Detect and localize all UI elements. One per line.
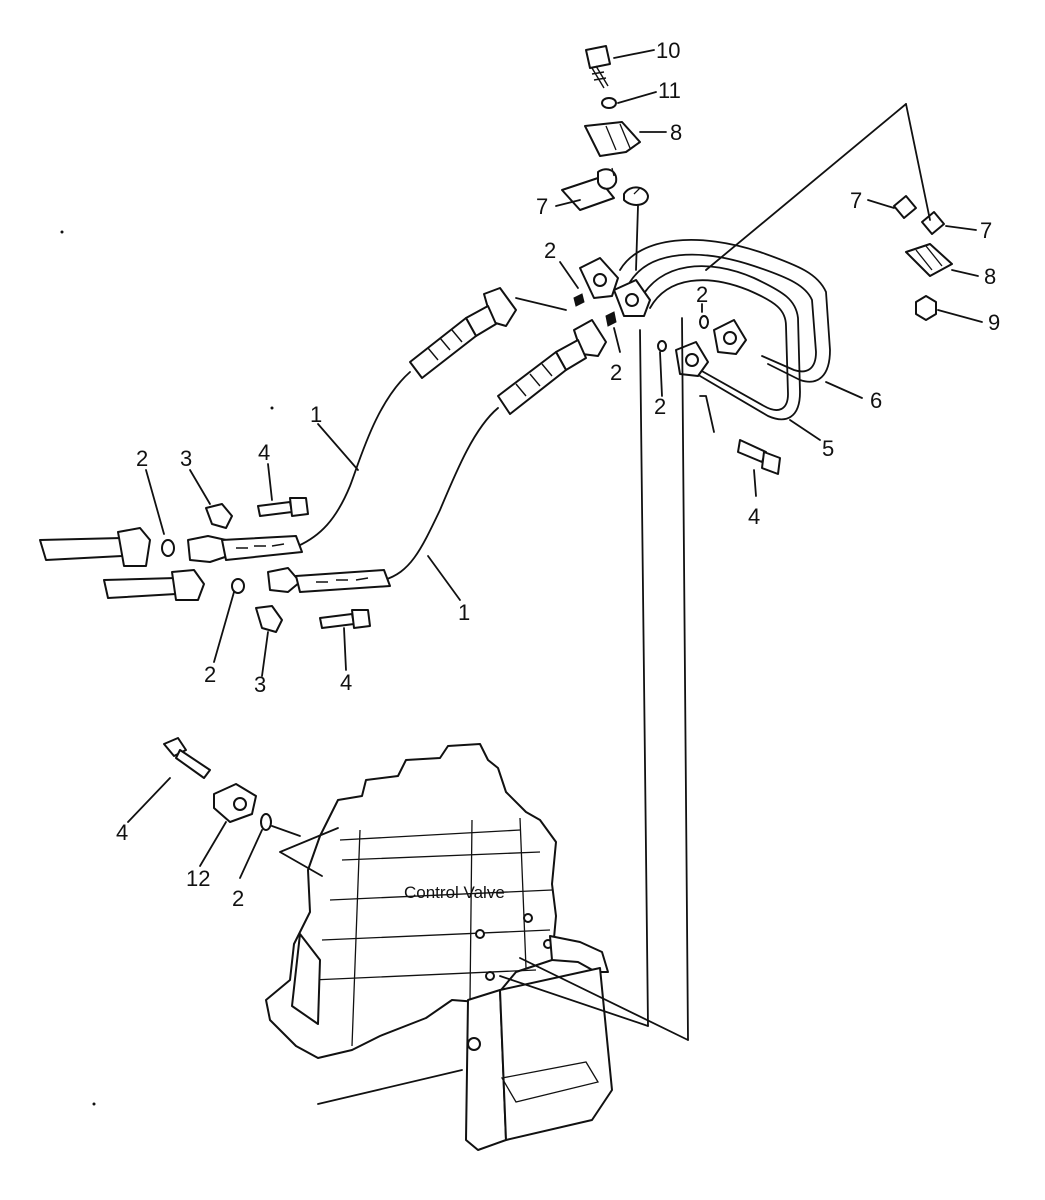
bolt-4-c [737,439,781,475]
clamp-7-right-a [893,195,917,219]
leader-line [681,317,689,1041]
bolt-4-b [319,609,371,629]
o-ring [260,813,272,831]
callout-4: 4 [340,670,352,695]
control-valve [265,743,609,1059]
nut-9 [915,295,937,321]
leader-line [271,825,301,837]
control-valve-label: Control Valve [404,883,505,902]
speck [92,1102,96,1106]
bolt-4-a [257,497,309,517]
flange-right-a [713,319,747,355]
block-12 [213,783,257,823]
callout-7: 7 [980,218,992,243]
callout-2: 2 [204,662,216,687]
o-ring [161,539,175,557]
callout-2: 2 [696,282,708,307]
leader-lines [127,49,983,879]
callout-7: 7 [850,188,862,213]
o-ring [231,578,245,594]
o-ring [699,315,709,329]
leader-line [317,1069,463,1105]
leader-line [639,329,649,1027]
callout-11: 11 [658,78,681,103]
callout-1: 1 [458,600,470,625]
bolt-4-d [163,737,211,779]
callout-labels: 10 11 8 7 7 7 8 9 2 2 2 2 6 5 4 1 1 2 3 … [116,38,1000,911]
callout-1: 1 [310,402,322,427]
callout-2: 2 [232,886,244,911]
clamp-7-top [561,168,649,211]
pipe-left-lower [103,569,205,601]
speck [60,230,64,234]
callout-3: 3 [254,672,266,697]
callout-7: 7 [536,194,548,219]
split-flange-3-upper [205,503,233,529]
hose-1-lower [383,319,607,581]
callout-4: 4 [258,440,270,465]
hose-1-upper [297,287,567,547]
fitting-left-lower [267,567,391,593]
callout-2: 2 [544,238,556,263]
callout-10: 10 [656,38,680,63]
flange-top-mid [613,279,651,317]
split-flange-3-lower [255,605,283,633]
fitting-left-upper [187,535,303,563]
callout-8: 8 [984,264,996,289]
tube-6 [619,239,831,383]
leader-line [905,103,931,221]
clamp-8-right [905,243,953,277]
leader-line [635,205,639,271]
callout-2: 2 [136,446,148,471]
callout-12: 12 [186,866,210,891]
callout-5: 5 [822,436,834,461]
speck [270,406,274,410]
callout-2: 2 [610,360,622,385]
washer-11 [601,97,617,109]
pipe-left-upper [39,527,151,567]
flange-top-left [579,257,619,299]
flange-right-b [675,341,709,377]
clamp-7-right-b [921,211,945,235]
leader-line [499,975,649,1027]
o-ring [573,293,585,307]
callout-4: 4 [748,504,760,529]
mounting-bracket [465,967,613,1151]
callout-6: 6 [870,388,882,413]
tube-5 [639,265,801,421]
clamp-8-top [584,121,641,157]
leader-line [519,957,689,1041]
leader-line [279,827,339,877]
callout-2: 2 [654,394,666,419]
o-ring [605,311,617,327]
callout-9: 9 [988,310,1000,335]
leader-line [705,103,907,271]
callout-8: 8 [670,120,682,145]
leader-line [699,395,715,433]
callout-3: 3 [180,446,192,471]
callout-4: 4 [116,820,128,845]
o-ring [657,340,667,352]
bolt-10 [585,45,611,89]
